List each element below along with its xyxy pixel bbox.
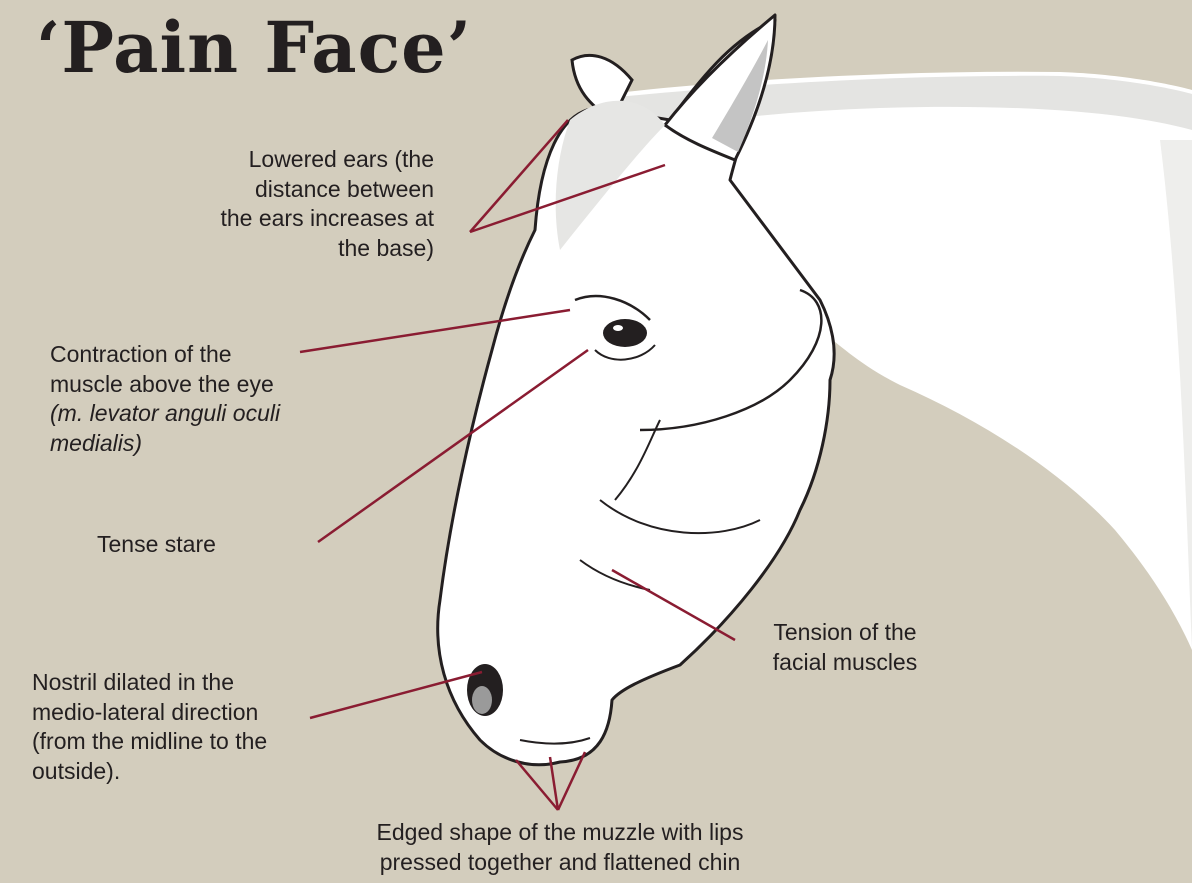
label-line: Tension of the (735, 618, 955, 648)
label-nostril: Nostril dilated in the medio-lateral dir… (32, 668, 267, 786)
label-line: pressed together and flattened chin (340, 848, 780, 878)
label-line: distance between (168, 175, 434, 205)
page-title: ‘Pain Face’ (36, 6, 472, 89)
label-line: muscle above the eye (50, 370, 280, 400)
label-line: outside). (32, 757, 267, 787)
label-line: (from the midline to the (32, 727, 267, 757)
label-latin-line: (m. levator anguli oculi (50, 399, 280, 429)
label-tense-stare: Tense stare (97, 530, 216, 560)
label-line: Nostril dilated in the (32, 668, 267, 698)
label-line: Edged shape of the muzzle with lips (340, 818, 780, 848)
label-eye-muscle: Contraction of the muscle above the eye … (50, 340, 280, 458)
label-line: Contraction of the (50, 340, 280, 370)
nostril-inner (472, 686, 492, 714)
label-latin-line: medialis) (50, 429, 280, 459)
label-line: the base) (168, 234, 434, 264)
label-line: Lowered ears (the (168, 145, 434, 175)
label-line: facial muscles (735, 648, 955, 678)
label-muzzle: Edged shape of the muzzle with lips pres… (340, 818, 780, 877)
label-line: medio-lateral direction (32, 698, 267, 728)
label-lowered-ears: Lowered ears (the distance between the e… (168, 145, 434, 263)
eye (603, 319, 647, 347)
label-facial-muscles: Tension of the facial muscles (735, 618, 955, 677)
label-line: the ears increases at (168, 204, 434, 234)
eye-highlight (613, 325, 623, 331)
